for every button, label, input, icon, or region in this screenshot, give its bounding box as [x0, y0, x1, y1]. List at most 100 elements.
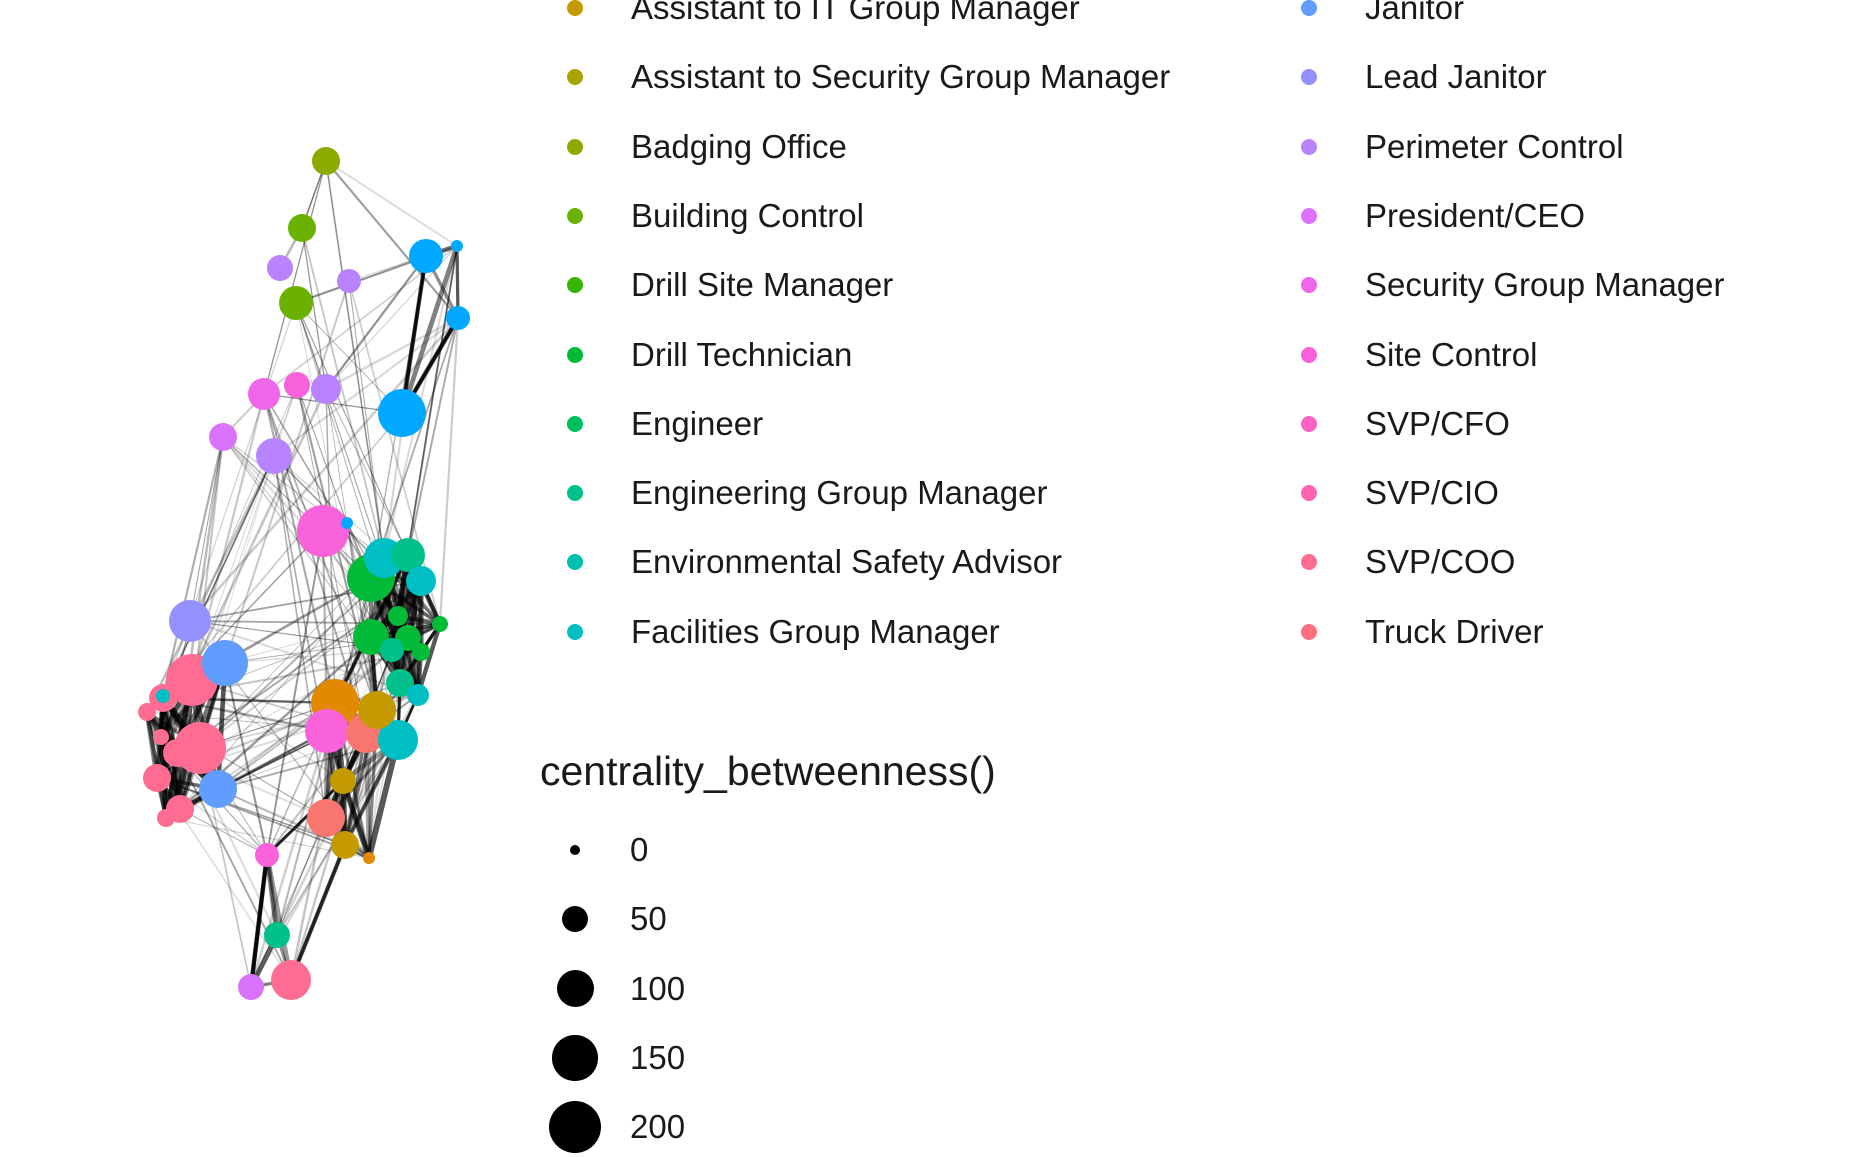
graph-edge [273, 455, 441, 625]
legend-entry: Security Group Manager [1301, 265, 1872, 305]
graph-edge [162, 455, 275, 697]
graph-edge [264, 854, 294, 981]
legend-swatch [567, 277, 583, 294]
graph-edge [176, 580, 422, 754]
legend-entry: SVP/CFO [1301, 404, 1872, 444]
size-legend-entry: 50 [540, 889, 840, 949]
size-legend-label: 100 [630, 969, 686, 1007]
graph-edge [223, 662, 269, 856]
size-legend-dot [556, 970, 594, 1008]
size-legend-dot [552, 1035, 598, 1081]
graph-edge [273, 317, 459, 457]
legend-entry: SVP/CIO [1301, 473, 1872, 513]
graph-edge [249, 854, 269, 988]
graph-node [446, 306, 470, 330]
graph-edge [199, 580, 422, 749]
graph-node [267, 255, 293, 281]
legend-label: Engineer [631, 404, 764, 442]
legend-swatch [567, 415, 583, 432]
legend-label: Site Control [1365, 335, 1538, 373]
graph-edge [415, 623, 443, 696]
legend-label: President/CEO [1365, 196, 1586, 234]
graph-nodes [138, 147, 470, 1000]
graph-edge [217, 637, 409, 790]
legend-swatch [1301, 0, 1317, 16]
legend-swatch [567, 0, 583, 16]
graph-node [264, 922, 290, 948]
graph-node [353, 619, 389, 655]
legend-swatch [1301, 346, 1317, 363]
graph-edge [264, 854, 280, 936]
graph-node [199, 770, 237, 808]
graph-edge [189, 317, 459, 622]
legend-swatch [1301, 69, 1317, 86]
graph-node [337, 269, 361, 293]
graph-edge [161, 436, 225, 697]
graph-edge [266, 530, 324, 856]
graph-node [163, 739, 191, 767]
graph-node [378, 720, 418, 760]
graph-node [256, 438, 292, 474]
graph-edge [399, 245, 460, 414]
size-legend-entry: 0 [540, 820, 840, 880]
legend-label: Janitor [1365, 0, 1465, 26]
graph-node [288, 214, 316, 242]
graph-node [341, 517, 353, 529]
legend-label: Badging Office [631, 127, 847, 165]
legend-entry: SVP/COO [1301, 542, 1872, 582]
graph-node [331, 831, 359, 859]
graph-edge [346, 522, 378, 711]
graph-edge [296, 384, 367, 734]
size-legend-entry: 100 [540, 959, 840, 1019]
legend-label: Truck Driver [1365, 612, 1544, 650]
graph-node [138, 703, 156, 721]
graph-edge [273, 455, 441, 625]
legend-entry: Site Control [1301, 335, 1872, 375]
legend-swatch [1301, 207, 1317, 224]
graph-node [143, 764, 171, 792]
legend-swatch [567, 69, 583, 86]
graph-edge [265, 779, 345, 857]
graph-edge [400, 255, 428, 414]
legend-label: SVP/CIO [1365, 474, 1499, 512]
graph-edge [249, 854, 269, 988]
legend-swatch [1301, 554, 1317, 571]
graph-edge [265, 779, 345, 857]
graph-node [209, 423, 237, 451]
legend-label: Lead Janitor [1365, 58, 1547, 96]
graph-node [153, 729, 169, 745]
graph-edge [295, 302, 409, 556]
legend-entry: Janitor [1301, 0, 1872, 28]
graph-node [255, 843, 279, 867]
graph-node [238, 974, 264, 1000]
graph-edge [391, 245, 458, 651]
graph-node [412, 643, 430, 661]
graph-edge [400, 255, 428, 414]
size-legend-label: 150 [630, 1038, 686, 1076]
graph-edge [391, 245, 458, 651]
graph-edge [345, 522, 420, 696]
graph-edge [288, 844, 348, 981]
graph-edge [145, 455, 276, 713]
size-legend-entry: 150 [540, 1028, 840, 1088]
legend-entry: Badging Office [567, 127, 1275, 167]
legend-swatch [567, 207, 583, 224]
graph-edge [301, 227, 385, 559]
legend-label: Security Group Manager [1365, 266, 1725, 304]
graph-edge [325, 160, 458, 247]
graph-edge [295, 254, 427, 305]
graph-node [279, 286, 313, 320]
graph-edge [400, 255, 428, 414]
graph-node [248, 378, 280, 410]
graph-edge [266, 780, 344, 856]
legend-label: Drill Technician [631, 335, 853, 373]
graph-edge [325, 160, 459, 319]
graph-edge [401, 255, 427, 414]
graph-edge [325, 255, 427, 390]
legend-entry: Engineer [567, 404, 1275, 444]
legend-entry: Assistant to IT Group Manager [567, 0, 1275, 28]
graph-node [451, 240, 463, 252]
graph-edge [222, 436, 385, 559]
legend-entry: Lead Janitor [1301, 57, 1872, 97]
graph-edge [325, 255, 427, 390]
